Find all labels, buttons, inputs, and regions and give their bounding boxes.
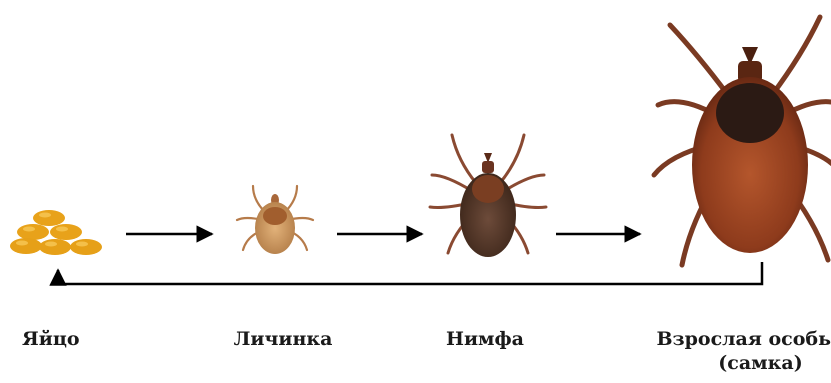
label-adult-female: Взрослая особь (самка) — [630, 327, 831, 375]
arrow-adult-to-egg — [58, 262, 762, 284]
label-adult-line2: (самка) — [630, 351, 831, 375]
egg-cluster — [10, 210, 102, 255]
larva-tick-image — [237, 186, 313, 254]
label-nymph: Нимфа — [420, 327, 550, 351]
nymph-tick-image — [430, 135, 546, 257]
label-egg: Яйцо — [22, 327, 112, 351]
label-adult-line1: Взрослая особь — [630, 327, 831, 351]
adult-female-tick-image — [654, 17, 831, 265]
label-larva: Личинка — [218, 327, 348, 351]
